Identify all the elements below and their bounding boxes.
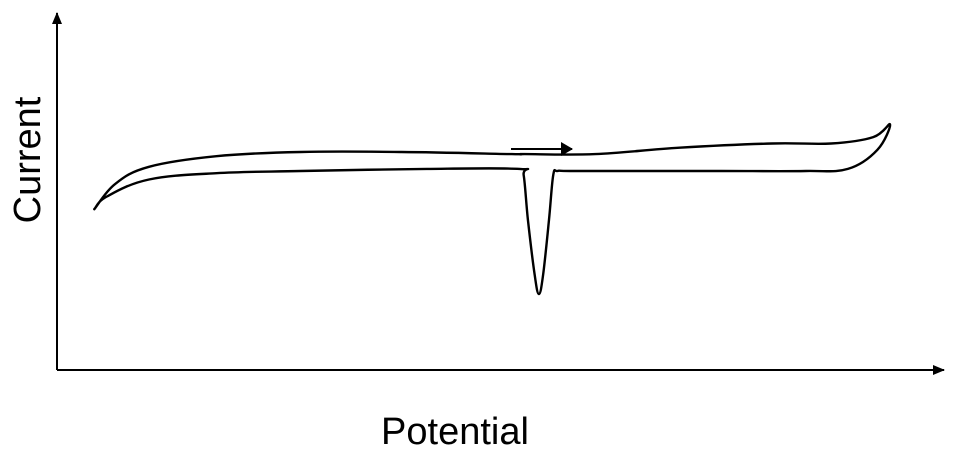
y-axis-label: Current bbox=[7, 96, 49, 223]
voltammogram-curve bbox=[93, 122, 892, 296]
x-axis-label: Potential bbox=[381, 411, 529, 453]
